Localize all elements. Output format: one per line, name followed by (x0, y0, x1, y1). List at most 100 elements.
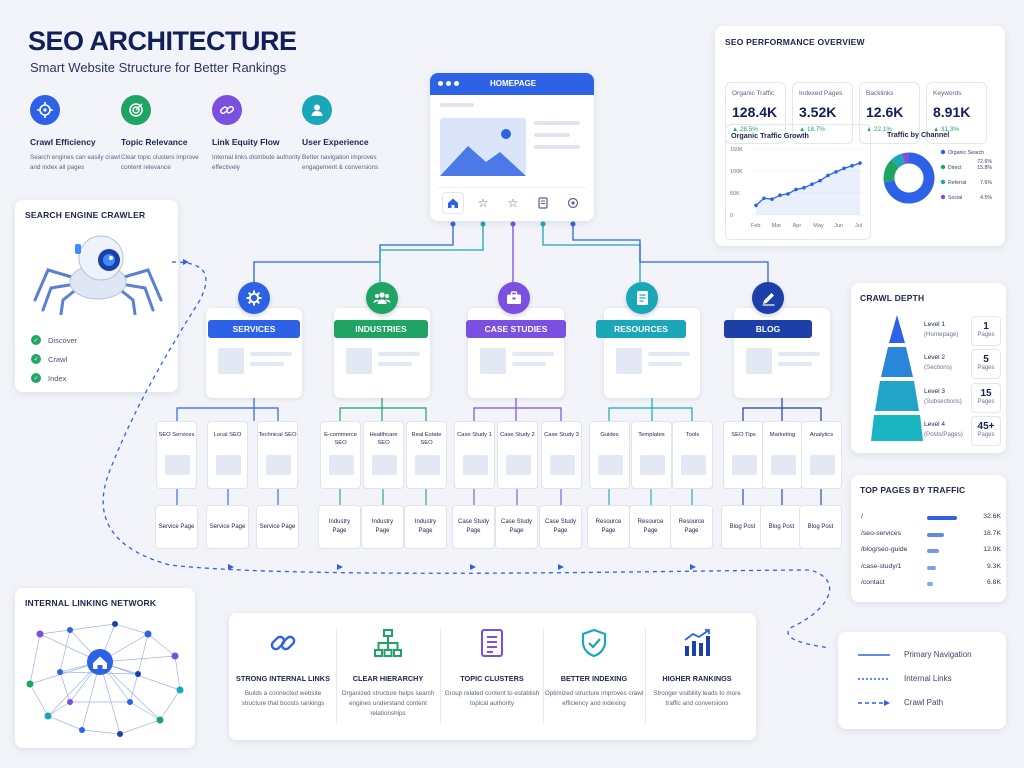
sub-page-card[interactable]: Local SEO (207, 421, 248, 489)
leaf-page-card[interactable]: Blog Post (760, 505, 803, 549)
legend-swatch (940, 179, 946, 185)
category-label-services[interactable]: SERVICES (208, 320, 300, 338)
level-label: Level 2(Sections) (924, 354, 952, 371)
data-point (810, 182, 814, 186)
x-tick-label: Mar (772, 223, 782, 229)
category-label-industries[interactable]: INDUSTRIES (334, 320, 428, 338)
top-page-row[interactable]: /32.6K (861, 513, 1001, 520)
level-count: 45+Pages (971, 416, 1001, 446)
feature-desc: Better navigation improves engagement & … (302, 154, 379, 171)
leaf-page-card[interactable]: Case Study Page (495, 505, 538, 549)
leaf-page-card[interactable]: Case Study Page (539, 505, 582, 549)
pie-slice (883, 159, 900, 183)
leaf-page-card[interactable]: Service Page (256, 505, 299, 549)
category-label-case-studies[interactable]: CASE STUDIES (466, 320, 566, 338)
sub-page-card[interactable]: Real Estate SEO (406, 421, 447, 489)
legend-label: Social (948, 195, 962, 201)
leaf-page-card[interactable]: Resource Page (670, 505, 713, 549)
sub-page-card[interactable]: Guides (589, 421, 630, 489)
crawler-card: SEARCH ENGINE CRAWLER ✓Discover ✓Crawl ✓… (15, 200, 178, 392)
document-icon[interactable] (532, 192, 554, 214)
sub-page-card[interactable]: Case Study 2 (497, 421, 538, 489)
metric-organic-traffic: Organic Traffic 128.4K ▲ 28.5% (725, 82, 786, 144)
data-label: 4.5% (980, 195, 992, 201)
link-icon (212, 95, 242, 125)
sub-page-card[interactable]: Marketing (762, 421, 803, 489)
people-icon (366, 282, 398, 314)
leaf-page-card[interactable]: Blog Post (721, 505, 764, 549)
traffic-bar (927, 533, 945, 537)
star-outline-icon[interactable]: ☆ (507, 196, 519, 210)
x-tick-label: May (813, 223, 824, 229)
chart-title: Organic Traffic Growth (731, 131, 809, 140)
sub-page-card[interactable]: Templates (631, 421, 672, 489)
leaf-page-card[interactable]: Industry Page (318, 505, 361, 549)
sub-page-card[interactable]: Case Study 1 (454, 421, 495, 489)
leaf-page-card[interactable]: Case Study Page (452, 505, 495, 549)
x-tick-label: Jun (834, 223, 843, 229)
hierarchy-icon (337, 628, 439, 662)
user-icon (302, 95, 332, 125)
sub-page-card[interactable]: Tools (672, 421, 713, 489)
homepage-card[interactable]: HOMEPAGE ☆ ☆ (430, 73, 594, 221)
star-icon[interactable]: ☆ (477, 196, 489, 210)
performance-card: SEO PERFORMANCE OVERVIEW Organic Traffic… (715, 26, 1005, 246)
legend-internal-links: Internal Links (858, 674, 952, 683)
image-placeholder-icon (218, 348, 244, 374)
image-placeholder-icon (550, 455, 575, 475)
leaf-page-card[interactable]: Industry Page (361, 505, 404, 549)
sub-page-card[interactable]: Case Study 3 (541, 421, 582, 489)
leaf-page-card[interactable]: Resource Page (629, 505, 672, 549)
check-icon: ✓ (31, 354, 41, 364)
data-point (818, 178, 822, 183)
sub-page-card[interactable]: SEO Tips (723, 421, 764, 489)
image-placeholder-icon (480, 348, 506, 374)
leaf-page-card[interactable]: Industry Page (404, 505, 447, 549)
link-network-graph (26, 621, 184, 737)
feature-title: Link Equity Flow (212, 137, 280, 147)
settings-circle-icon[interactable] (562, 192, 584, 214)
level-label: Level 1(Homepage) (924, 321, 959, 338)
legend-label: Direct (948, 165, 962, 171)
crawler-step: ✓Discover (31, 335, 77, 345)
image-placeholder-icon (732, 455, 757, 475)
leaf-page-card[interactable]: Resource Page (587, 505, 630, 549)
home-icon[interactable] (442, 192, 464, 214)
sub-page-card[interactable]: E-commerce SEO (320, 421, 361, 489)
data-label: 7.6% (980, 180, 992, 186)
image-placeholder-icon (415, 455, 440, 475)
category-label-blog[interactable]: BLOG (724, 320, 812, 338)
document-icon (626, 282, 658, 314)
homepage-header-bar: HOMEPAGE (430, 73, 594, 95)
benefit-clear-hierarchy: CLEAR HIERARCHY Organized structure help… (337, 628, 439, 719)
sub-page-card[interactable]: Analytics (801, 421, 842, 489)
sub-page-card[interactable]: SEO Services (156, 421, 197, 489)
leaf-page-card[interactable]: Service Page (206, 505, 249, 549)
sub-page-card[interactable]: Technical SEO (257, 421, 298, 489)
leaf-page-card[interactable]: Blog Post (799, 505, 842, 549)
legend-label: Referral (948, 180, 966, 186)
area-fill (756, 163, 860, 215)
page-subtitle: Smart Website Structure for Better Ranki… (30, 60, 287, 75)
leaf-page-card[interactable]: Service Page (155, 505, 198, 549)
home-icon (93, 656, 107, 669)
traffic-bar (927, 582, 934, 586)
pyramid-level-3 (875, 381, 919, 411)
feature-topic-relevance: Topic Relevance Clear topic clusters imp… (121, 95, 221, 173)
pyramid-level-4 (871, 415, 923, 441)
image-placeholder-icon (681, 455, 706, 475)
sub-page-card[interactable]: Healthcare SEO (363, 421, 404, 489)
traffic-bar (927, 516, 957, 520)
category-label-resources[interactable]: RESOURCES (596, 320, 686, 338)
traffic-bar (927, 549, 939, 553)
chain-icon (232, 628, 334, 662)
